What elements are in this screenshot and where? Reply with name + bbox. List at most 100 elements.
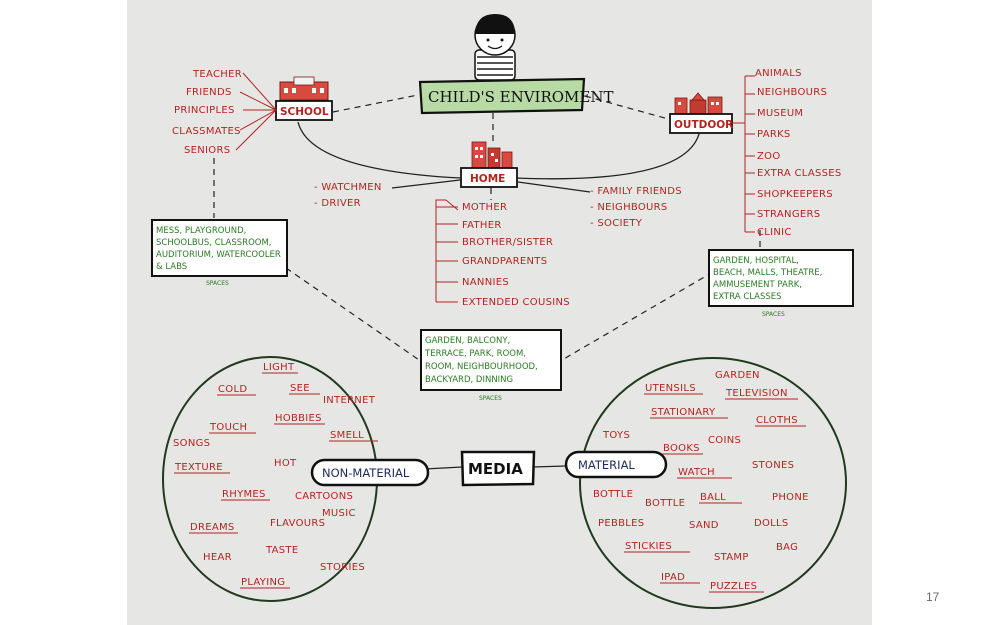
home-item: EXTENDED COUSINS (462, 297, 570, 308)
home-item: MOTHER (462, 202, 507, 213)
center-title-box: CHILD'S ENVIROMENT (418, 77, 614, 115)
outdoor-spaces-box: GARDEN, HOSPITAL, BEACH, MALLS, THEATRE,… (708, 249, 854, 318)
home-right-item: - FAMILY FRIENDS (590, 186, 682, 197)
media-word: TELEVISION (725, 388, 788, 399)
home-space-line: GARDEN, BALCONY, (425, 336, 510, 346)
media-word: PUZZLES (710, 581, 757, 592)
outdoor-item: STRANGERS (757, 209, 820, 220)
child-hair (475, 14, 515, 34)
outdoor-city-icon (674, 92, 723, 115)
media-word: LIGHT (263, 362, 295, 373)
outdoor-item: EXTRA CLASSES (757, 168, 842, 179)
media-word: STICKIES (625, 541, 672, 552)
home-left-items: - WATCHMEN - DRIVER (314, 182, 382, 209)
material-pill: MATERIAL (564, 450, 668, 479)
outdoor-space-line: EXTRA CLASSES (713, 292, 782, 302)
media-word: DREAMS (190, 522, 235, 533)
home-item: NANNIES (462, 277, 509, 288)
school-item: SENIORS (184, 145, 230, 156)
school-item: FRIENDS (186, 87, 232, 98)
media-word: DOLLS (754, 518, 789, 529)
media-word: WATCH (678, 467, 715, 478)
center-title: CHILD'S ENVIROMENT (428, 88, 614, 106)
media-word: STAMP (714, 552, 749, 563)
home-left-item: - DRIVER (314, 198, 361, 209)
media-word: GARDEN (715, 370, 760, 381)
school-item: TEACHER (192, 69, 242, 80)
connector-center-outdoor (584, 95, 673, 121)
outdoor-item: NEIGHBOURS (757, 87, 827, 98)
media-word: TOUCH (209, 422, 247, 433)
media-label: MEDIA (468, 460, 523, 478)
line-nonmaterial-media (424, 466, 463, 470)
line-home-right (517, 181, 591, 193)
home-item: GRANDPARENTS (462, 256, 547, 267)
outdoor-spaces-tag: SPACES (762, 311, 785, 318)
material-circle (579, 357, 847, 609)
media-word: BAG (776, 542, 798, 553)
school-item: CLASSMATES (172, 126, 241, 137)
home-left-item: - WATCHMEN (314, 182, 382, 193)
home-right-items: - FAMILY FRIENDS - NEIGHBOURS - SOCIETY (590, 186, 682, 229)
home-building-icon (471, 141, 513, 169)
media-word: BOTTLE (593, 489, 633, 500)
media-word: PEBBLES (598, 518, 644, 529)
media-word: COINS (708, 435, 741, 446)
school-node: SCHOOL TEACHER FRIENDS PRINCIPLES CLASSM… (172, 69, 333, 156)
word-underlines (174, 372, 378, 589)
media-word: CARTOONS (295, 491, 353, 502)
outdoor-label: OUTDOOR (674, 119, 733, 131)
media-word: UTENSILS (645, 383, 696, 394)
home-item: FATHER (462, 220, 502, 231)
media-word: IPAD (661, 572, 685, 583)
outdoor-space-line: GARDEN, HOSPITAL, (713, 256, 799, 266)
media-word: TOYS (602, 430, 630, 441)
media-word: TEXTURE (174, 462, 223, 473)
dashed-connectors (213, 94, 761, 363)
media-node: MEDIA (460, 450, 536, 487)
school-items: TEACHER FRIENDS PRINCIPLES CLASSMATES SE… (172, 69, 242, 156)
media-word: CLOTHS (756, 415, 798, 426)
home-item: BROTHER/SISTER (462, 237, 553, 248)
outdoor-item: ZOO (757, 151, 781, 162)
material-label: MATERIAL (578, 458, 635, 472)
home-space-line: BACKYARD, DINNING (425, 375, 513, 385)
media-word: HOBBIES (275, 413, 322, 424)
school-spaces-tag: SPACES (206, 280, 229, 287)
home-right-item: - SOCIETY (590, 218, 643, 229)
media-word: STONES (752, 460, 794, 471)
child-stripes (477, 56, 513, 76)
media-word: HEAR (203, 552, 232, 563)
school-item: PRINCIPLES (174, 105, 235, 116)
word-underlines (624, 393, 806, 593)
media-word: BOTTLE (645, 498, 685, 509)
school-space-line: AUDITORIUM, WATERCOOLER (156, 250, 281, 260)
home-right-item: - NEIGHBOURS (590, 202, 668, 213)
media-word: TASTE (265, 545, 298, 556)
media-word: BOOKS (663, 443, 700, 454)
arc-outdoor-home (514, 129, 701, 180)
media-word: RHYMES (222, 489, 266, 500)
home-items: MOTHER FATHER BROTHER/SISTER GRANDPARENT… (462, 202, 570, 308)
media-word: SMELL (330, 430, 364, 441)
outdoor-item: MUSEUM (757, 108, 803, 119)
outdoor-branch-lines (732, 75, 755, 233)
home-label: HOME (470, 173, 505, 185)
school-space-line: & LABS (156, 262, 187, 272)
media-word: BALL (700, 492, 726, 503)
page-number: 17 (926, 590, 940, 604)
home-space-line: TERRACE, PARK, ROOM, (424, 349, 526, 359)
home-branch-lines (435, 199, 459, 303)
media-word: HOT (274, 458, 297, 469)
outdoor-item: CLINIC (757, 227, 792, 238)
media-word: MUSIC (322, 508, 356, 519)
outdoor-item: SHOPKEEPERS (757, 189, 833, 200)
media-word: SONGS (173, 438, 210, 449)
outdoor-item: PARKS (757, 129, 791, 140)
school-spaces-box: MESS, PLAYGROUND, SCHOOLBUS, CLASSROOM, … (151, 219, 288, 287)
line-home-left (391, 179, 461, 189)
media-word: STORIES (320, 562, 365, 573)
media-word: INTERNET (323, 395, 376, 406)
media-word: STATIONARY (651, 407, 716, 418)
outdoor-node: OUTDOOR ANIMALS NEIGHBOURS MUSEUM PARKS … (669, 68, 842, 238)
